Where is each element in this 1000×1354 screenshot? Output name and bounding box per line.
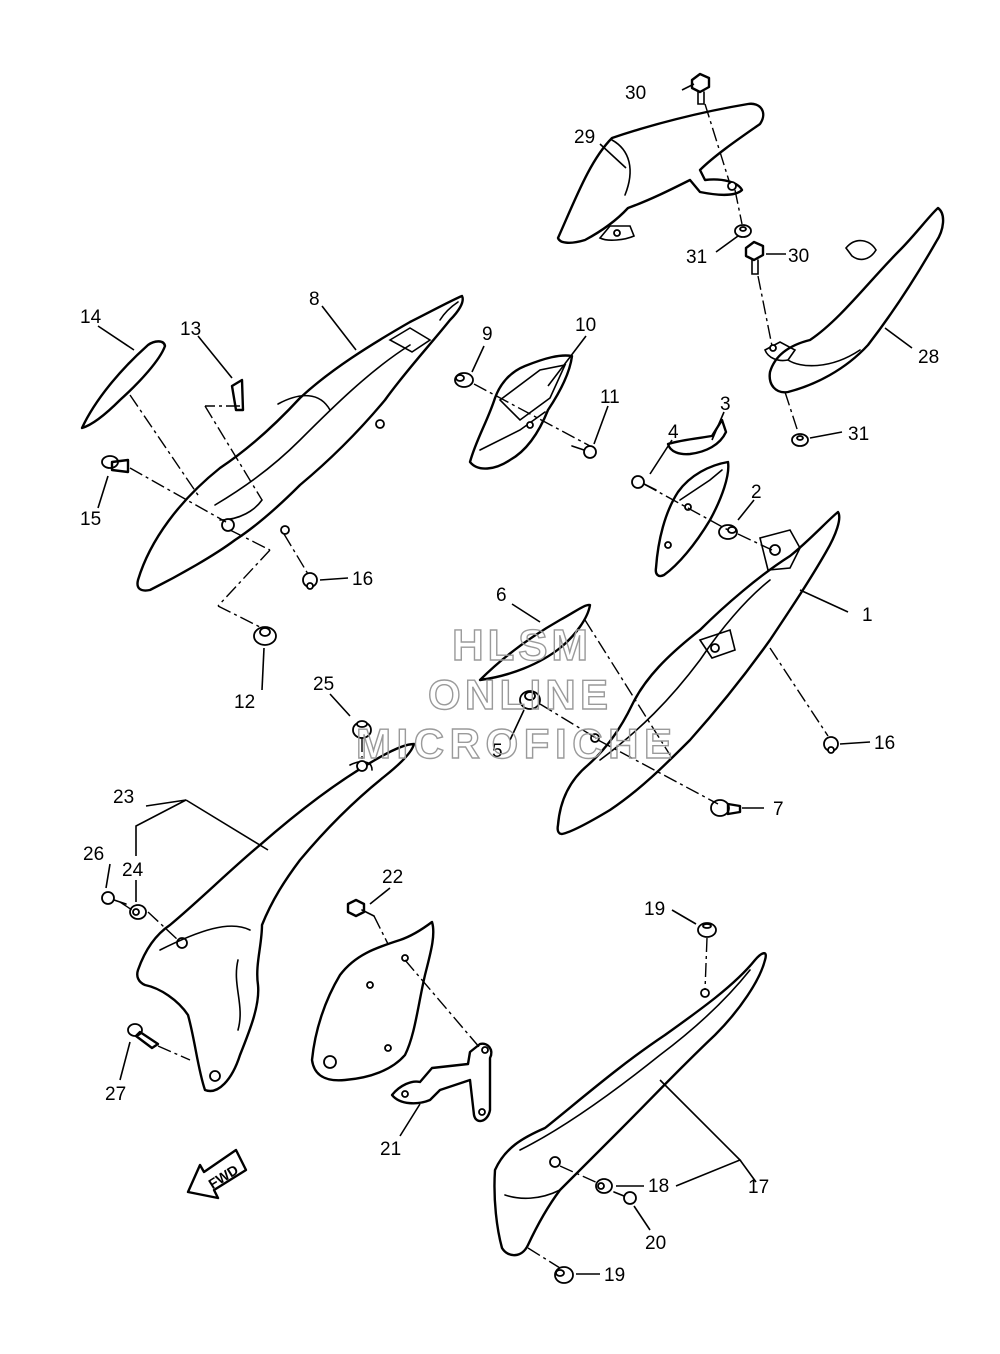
callout-3[interactable]: 3: [720, 394, 731, 415]
callout-1[interactable]: 1: [862, 605, 873, 626]
part-5-grommet[interactable]: [519, 690, 541, 710]
part-31-nut-b[interactable]: [791, 433, 809, 447]
callout-30-top[interactable]: 30: [625, 83, 646, 104]
callout-17[interactable]: 17: [748, 1177, 769, 1198]
callout-9[interactable]: 9: [482, 324, 493, 345]
part-11-screw[interactable]: [571, 445, 597, 459]
callout-13[interactable]: 13: [180, 319, 201, 340]
callout-14[interactable]: 14: [80, 307, 102, 328]
callout-25[interactable]: 25: [313, 674, 334, 695]
callout-10[interactable]: 10: [575, 315, 596, 336]
part-14-trim-strip[interactable]: [80, 340, 167, 430]
callout-31-right[interactable]: 31: [848, 424, 869, 445]
callout-22[interactable]: 22: [382, 867, 403, 888]
part-23-side-cover[interactable]: [136, 742, 416, 1093]
callout-31-top[interactable]: 31: [686, 247, 707, 268]
callout-19-top[interactable]: 19: [644, 899, 665, 920]
part-12-grommet[interactable]: [253, 626, 277, 646]
part-31-nut-a[interactable]: [734, 224, 752, 238]
part-26-screw[interactable]: [101, 891, 127, 905]
part-9-collar[interactable]: [454, 372, 474, 388]
part-8-side-rail[interactable]: [136, 294, 464, 592]
callout-29[interactable]: 29: [574, 127, 595, 148]
callout-16-right[interactable]: 16: [874, 733, 895, 754]
watermark-line-3: MICROFICHE: [356, 720, 672, 767]
callout-5[interactable]: 5: [492, 741, 503, 762]
part-20-screw[interactable]: [613, 1191, 637, 1205]
callout-26[interactable]: 26: [83, 844, 104, 865]
part-19-grommet-bottom[interactable]: [554, 1266, 574, 1284]
part-21-plate[interactable]: [310, 920, 493, 1123]
callout-28[interactable]: 28: [918, 347, 939, 368]
callout-20[interactable]: 20: [645, 1233, 666, 1254]
part-18-collar[interactable]: [595, 1178, 613, 1194]
part-29-grab-bar[interactable]: [556, 102, 765, 244]
part-24-collar[interactable]: [129, 904, 147, 920]
watermark-line-2: ONLINE: [428, 671, 608, 718]
callout-7[interactable]: 7: [773, 799, 784, 820]
callout-16-left[interactable]: 16: [352, 569, 373, 590]
callout-18[interactable]: 18: [648, 1176, 669, 1197]
part-7-bolt[interactable]: [710, 799, 742, 817]
callout-15[interactable]: 15: [80, 509, 101, 530]
part-16-nut-a[interactable]: [302, 572, 318, 590]
part-27-rivet[interactable]: [127, 1023, 160, 1050]
part-10-bracket[interactable]: [468, 354, 574, 470]
part-30-bolt-right[interactable]: [744, 240, 765, 275]
fasteners: [101, 72, 839, 1284]
part-3-bracket[interactable]: [654, 418, 730, 578]
callout-12[interactable]: 12: [234, 692, 255, 713]
callout-23[interactable]: 23: [113, 787, 134, 808]
callout-2[interactable]: 2: [751, 482, 762, 503]
part-6-wedge[interactable]: [478, 603, 592, 682]
callout-4[interactable]: 4: [668, 422, 679, 443]
part-15-bolt[interactable]: [101, 455, 130, 474]
watermark: HLSM ONLINE MICROFICHE: [355, 620, 672, 767]
callout-21[interactable]: 21: [380, 1139, 401, 1160]
callout-27[interactable]: 27: [105, 1084, 126, 1105]
callout-8[interactable]: 8: [309, 289, 320, 310]
part-30-bolt-top[interactable]: [690, 72, 711, 105]
callout-24[interactable]: 24: [122, 860, 144, 881]
callout-numbers: 30 29 31 30 28 31 14 13 8 9 10 11 3 4 2 …: [80, 83, 939, 1286]
callout-11[interactable]: 11: [600, 387, 620, 408]
part-19-grommet-top[interactable]: [697, 922, 717, 938]
part-25-grommet[interactable]: [352, 720, 372, 739]
part-1-side-cover[interactable]: [556, 510, 841, 836]
part-22-bolt[interactable]: [346, 898, 375, 918]
leader-lines: [97, 83, 913, 1275]
part-16-nut-b[interactable]: [823, 736, 839, 754]
callout-30-right[interactable]: 30: [788, 246, 809, 267]
part-17-side-cover[interactable]: [493, 952, 767, 1257]
forward-direction-arrow: FWD: [186, 1148, 248, 1200]
callout-6[interactable]: 6: [496, 585, 507, 606]
part-28-grab-bar[interactable]: [764, 206, 945, 394]
watermark-line-1: HLSM: [452, 621, 588, 670]
callout-19-bottom[interactable]: 19: [604, 1265, 625, 1286]
alignment-lines: [119, 103, 829, 1269]
part-2-collar[interactable]: [718, 524, 738, 540]
part-13-clip[interactable]: [230, 378, 245, 412]
